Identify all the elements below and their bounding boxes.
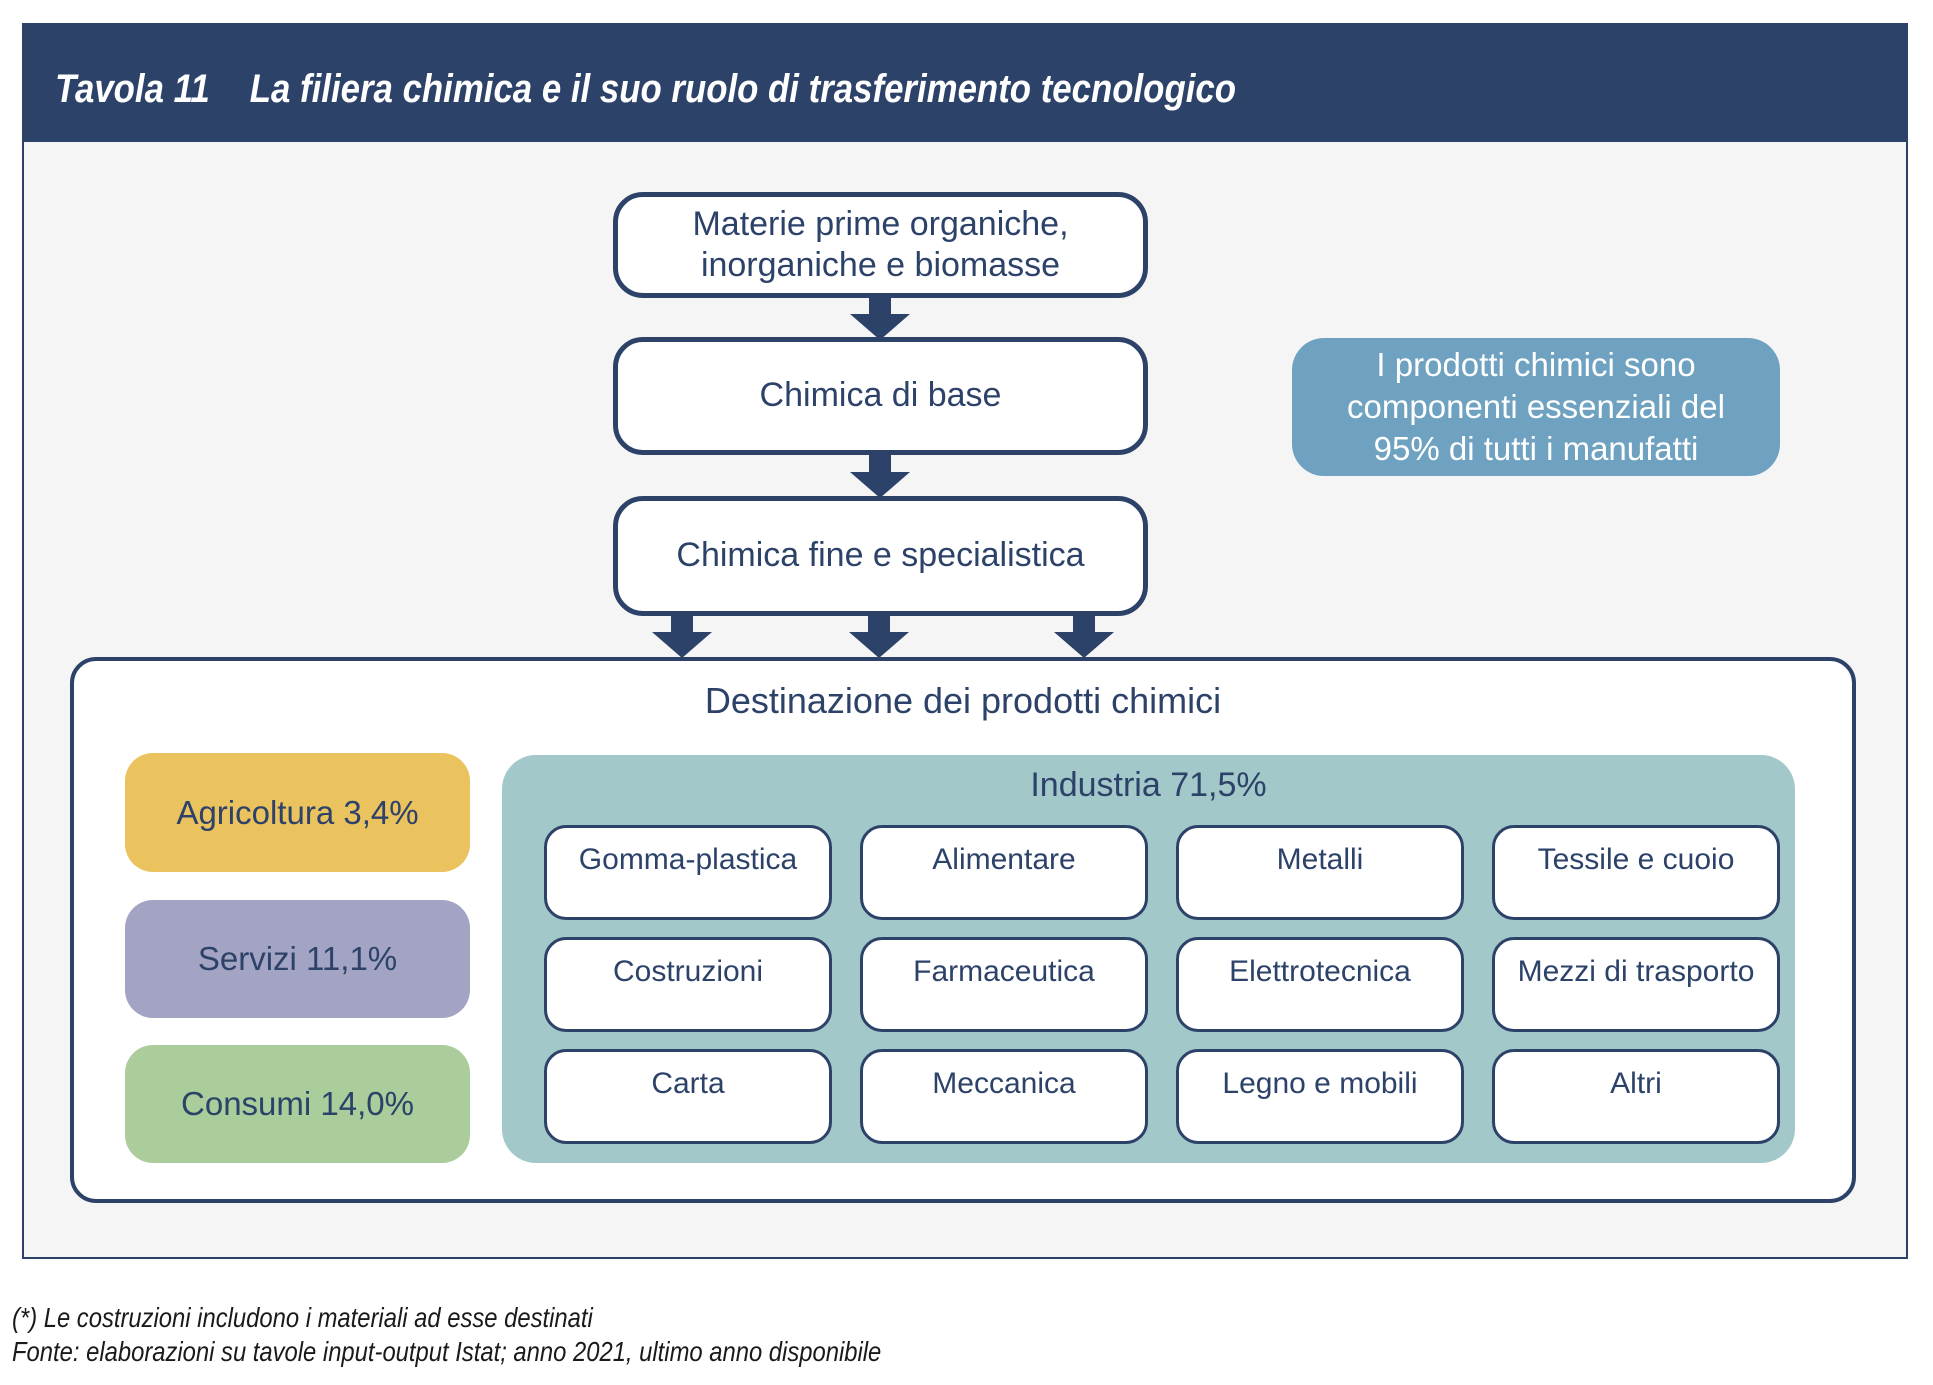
sector-box-servizi: Servizi 11,1% bbox=[125, 900, 470, 1018]
industry-item-mezzi-di-trasporto: Mezzi di trasporto bbox=[1492, 937, 1780, 1032]
figure-number: Tavola 11 bbox=[55, 67, 210, 111]
industry-item-alimentare: Alimentare bbox=[860, 825, 1148, 920]
footnotes: (*) Le costruzioni includono i materiali… bbox=[12, 1301, 1457, 1369]
flow-box-materie-prime: Materie prime organiche, inorganiche e b… bbox=[613, 192, 1148, 298]
destination-title: Destinazione dei prodotti chimici bbox=[704, 680, 1222, 721]
flow-box-chimica-di-base: Chimica di base bbox=[613, 337, 1148, 455]
down-arrow-icon bbox=[1054, 612, 1114, 658]
callout-prodotti-chimici: I prodotti chimici sono componenti essen… bbox=[1292, 338, 1780, 476]
industry-grid: Gomma-plastica Alimentare Metalli Tessil… bbox=[544, 825, 1780, 1144]
figure-header: Tavola 11 La filiera chimica e il suo ru… bbox=[22, 23, 1908, 142]
sector-box-agricoltura: Agricoltura 3,4% bbox=[125, 753, 470, 872]
industry-item-legno-e-mobili: Legno e mobili bbox=[1176, 1049, 1464, 1144]
industry-item-gomma-plastica: Gomma-plastica bbox=[544, 825, 832, 920]
industry-item-meccanica: Meccanica bbox=[860, 1049, 1148, 1144]
industry-item-farmaceutica: Farmaceutica bbox=[860, 937, 1148, 1032]
industry-item-tessile-e-cuoio: Tessile e cuoio bbox=[1492, 825, 1780, 920]
industry-item-metalli: Metalli bbox=[1176, 825, 1464, 920]
industry-item-costruzioni: Costruzioni bbox=[544, 937, 832, 1032]
down-arrow-icon bbox=[652, 612, 712, 658]
industry-title: Industria 71,5% bbox=[1030, 766, 1267, 804]
industry-item-carta: Carta bbox=[544, 1049, 832, 1144]
figure-header-text: Tavola 11 La filiera chimica e il suo ru… bbox=[55, 53, 1236, 112]
down-arrow-icon bbox=[849, 612, 909, 658]
footnote-source: Fonte: elaborazioni su tavole input-outp… bbox=[12, 1336, 882, 1367]
sector-box-consumi: Consumi 14,0% bbox=[125, 1045, 470, 1163]
figure-title: La filiera chimica e il suo ruolo di tra… bbox=[249, 67, 1236, 111]
down-arrow-icon bbox=[850, 294, 910, 340]
footnote-asterisk: (*) Le costruzioni includono i materiali… bbox=[12, 1302, 593, 1333]
industry-item-elettrotecnica: Elettrotecnica bbox=[1176, 937, 1464, 1032]
flow-box-chimica-fine: Chimica fine e specialistica bbox=[613, 496, 1148, 616]
industry-item-altri: Altri bbox=[1492, 1049, 1780, 1144]
down-arrow-icon bbox=[850, 452, 910, 498]
